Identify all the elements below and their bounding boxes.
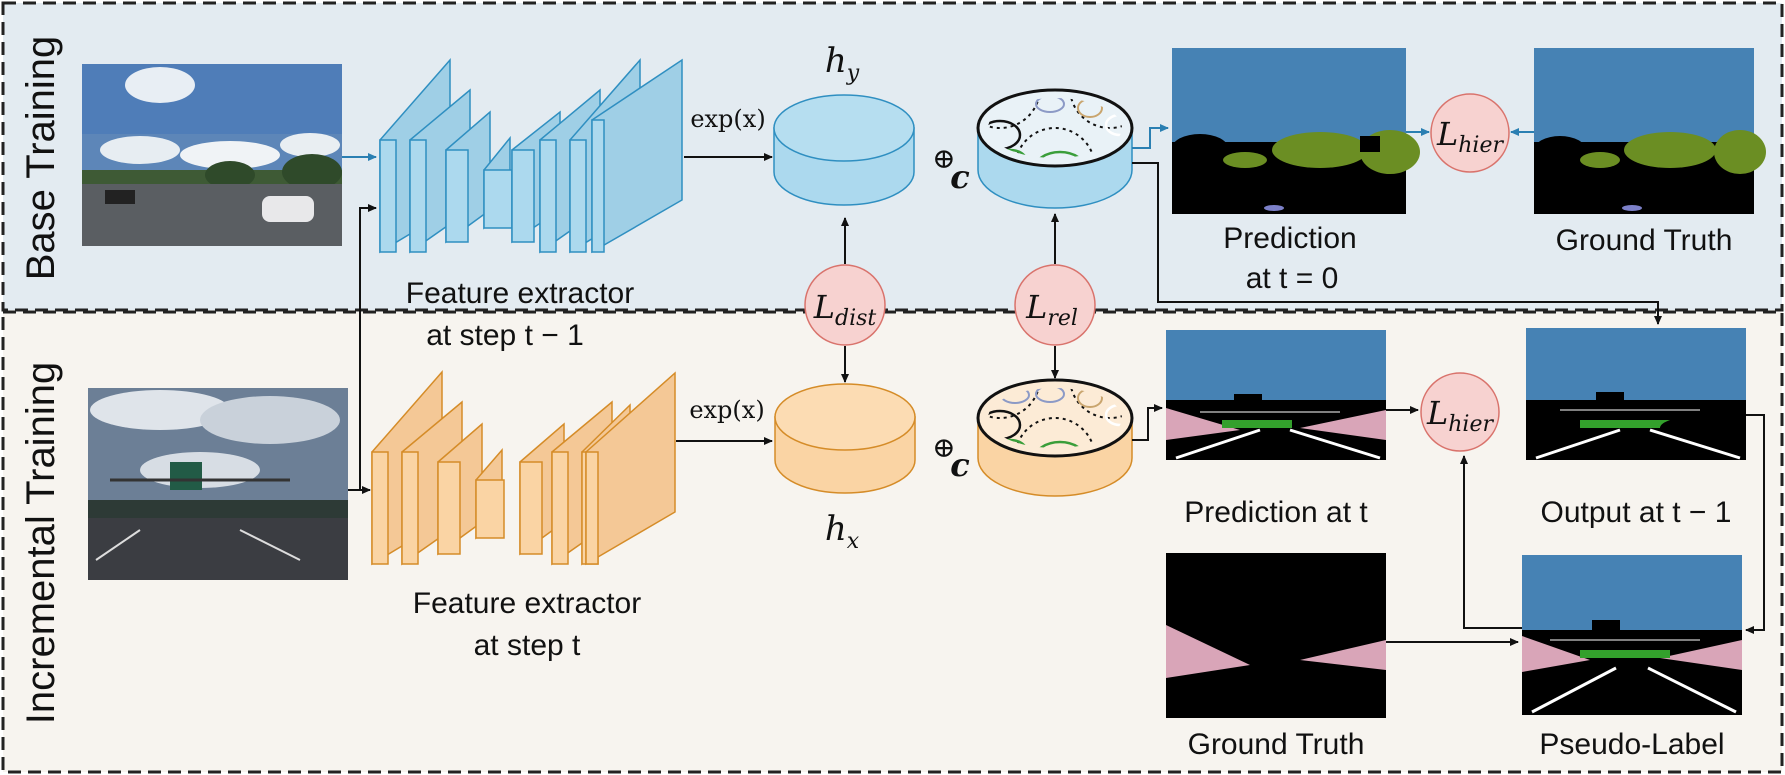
incremental-ground-truth-image <box>1166 553 1386 718</box>
extractor-base-line2: at step t − 1 <box>426 319 584 352</box>
hx-cylinder <box>774 383 916 494</box>
ground-truth-base-label: Ground Truth <box>1556 224 1733 257</box>
hy-cylinder <box>773 94 915 206</box>
base-prediction-image <box>1172 48 1420 214</box>
c-base: c <box>950 158 969 196</box>
c-incr: c <box>950 446 969 484</box>
prediction-base-line1: Prediction <box>1223 222 1356 255</box>
incremental-input-image <box>88 388 348 580</box>
extractor-base-line2-text: at step t − 1 <box>426 319 584 352</box>
incremental-prediction-image <box>1166 330 1386 460</box>
ground-truth-incr-label: Ground Truth <box>1188 728 1365 761</box>
loss-hier-incremental <box>1420 372 1500 452</box>
oplus-incr: ⊕ <box>932 431 955 464</box>
extractor-incr-line2: at step t <box>474 629 581 662</box>
feature-extractor-incremental <box>371 370 676 566</box>
hierarchy-disc-base <box>976 88 1134 209</box>
loss-rel <box>1014 264 1096 346</box>
exp-label-incr: exp(x) <box>689 396 764 424</box>
output-prev-image <box>1526 328 1746 460</box>
incremental-training-label: Incremental Training <box>19 362 63 724</box>
extractor-incr-line1: Feature extractor <box>413 587 641 620</box>
arrows <box>342 124 1765 646</box>
base-training-label: Base Training <box>19 36 63 281</box>
base-input-image <box>82 64 342 246</box>
output-prev-label: Output at t − 1 <box>1541 496 1732 529</box>
extractor-base-line1: Feature extractor <box>406 277 634 310</box>
pseudo-label-image <box>1522 555 1742 715</box>
oplus-base: ⊕ <box>932 142 955 175</box>
base-ground-truth-image <box>1534 48 1766 214</box>
loss-dist <box>804 264 886 346</box>
pseudo-label-label: Pseudo-Label <box>1539 728 1724 761</box>
prediction-incr-label: Prediction at t <box>1184 496 1368 529</box>
exp-label-base: exp(x) <box>690 105 765 133</box>
loss-hier-base <box>1430 93 1510 173</box>
hierarchy-disc-incremental <box>976 378 1134 497</box>
feature-extractor-base <box>379 58 683 254</box>
prediction-base-line2: at t = 0 <box>1246 262 1339 295</box>
